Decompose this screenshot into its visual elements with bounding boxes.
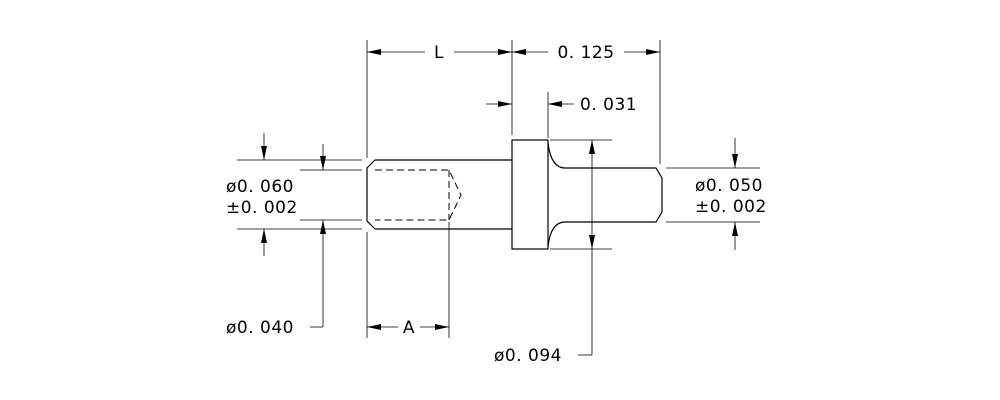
label-right-diameter: ø0. 050	[695, 176, 763, 196]
label-hole-diameter: ø0. 040	[226, 318, 294, 338]
dimension-A: A	[366, 222, 450, 338]
label-left-diameter: ø0. 060	[226, 177, 294, 197]
label-right-tolerance: ±0. 002	[695, 197, 767, 217]
dimension-hole-diameter: ø0. 040	[226, 144, 362, 338]
dimension-shoulder-length: 0. 125	[512, 40, 661, 164]
label-L: L	[434, 43, 444, 63]
dimension-left-diameter: ø0. 060 ±0. 002	[226, 133, 362, 256]
label-A: A	[403, 318, 415, 338]
label-head-thickness: 0. 031	[580, 95, 637, 115]
label-left-tolerance: ±0. 002	[226, 198, 298, 218]
dimension-right-diameter: ø0. 050 ±0. 002	[666, 138, 767, 250]
part-outline	[366, 139, 663, 250]
label-head-diameter: ø0. 094	[494, 346, 562, 366]
label-shoulder-length: 0. 125	[557, 43, 614, 63]
dimension-head-thickness: 0. 031	[486, 92, 637, 138]
dimension-head-diameter: ø0. 094	[494, 139, 612, 366]
dimension-L: L	[366, 40, 513, 158]
